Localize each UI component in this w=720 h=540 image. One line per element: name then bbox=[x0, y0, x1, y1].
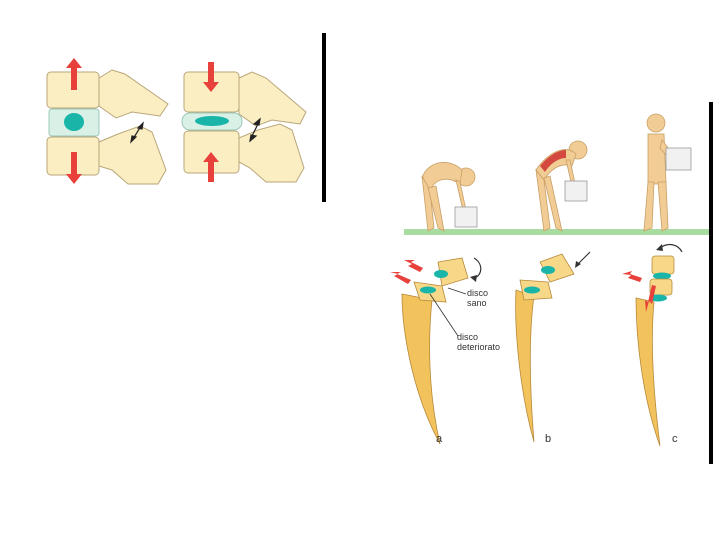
degenerated-disc bbox=[420, 287, 436, 294]
spine-tail bbox=[402, 294, 440, 444]
pose-back-strain bbox=[536, 141, 587, 231]
healthy-disc bbox=[653, 273, 671, 280]
vertebra-segment bbox=[652, 256, 674, 274]
pose-upright-carry bbox=[644, 114, 691, 231]
lifted-box bbox=[565, 181, 587, 201]
lower-spinous-process bbox=[99, 126, 166, 184]
spine-tail bbox=[636, 298, 660, 446]
upper-spinous-process bbox=[239, 72, 306, 126]
lower-spinous-process bbox=[239, 124, 304, 182]
force-arrow-icon bbox=[622, 271, 642, 282]
nucleus-pulposus bbox=[195, 116, 229, 126]
force-arrow-icon bbox=[390, 272, 411, 284]
lifted-box bbox=[455, 207, 477, 227]
nucleus-pulposus bbox=[64, 113, 84, 131]
rotation-arrow-icon bbox=[660, 245, 682, 252]
healthy-disc bbox=[434, 270, 448, 278]
pose-bent-over bbox=[422, 162, 477, 231]
force-arrow-icon bbox=[578, 252, 590, 264]
spine-column-b: b bbox=[516, 252, 590, 445]
rotation-arrow-icon bbox=[474, 258, 481, 278]
spine-tail bbox=[516, 290, 534, 442]
normal-vertebra-panel bbox=[47, 58, 168, 184]
degenerated-disc bbox=[524, 287, 540, 294]
panel-label-b: b bbox=[545, 433, 551, 445]
left-figure-divider bbox=[322, 33, 326, 202]
force-arrow-icon bbox=[404, 260, 423, 272]
panel-label-c: c bbox=[672, 433, 678, 445]
rotation-arrow-icon bbox=[656, 244, 663, 251]
compressed-vertebra-panel bbox=[182, 62, 306, 182]
lifted-box bbox=[666, 148, 691, 170]
right-figure-divider bbox=[709, 102, 713, 464]
label-leader bbox=[448, 288, 466, 294]
spine-column-c: c bbox=[622, 244, 682, 446]
left-spine-figure bbox=[47, 33, 326, 202]
healthy-disc bbox=[541, 266, 555, 274]
upper-spinous-process bbox=[99, 70, 168, 118]
rotation-arrow-icon bbox=[470, 275, 477, 282]
panel-label-a: a bbox=[436, 433, 443, 445]
